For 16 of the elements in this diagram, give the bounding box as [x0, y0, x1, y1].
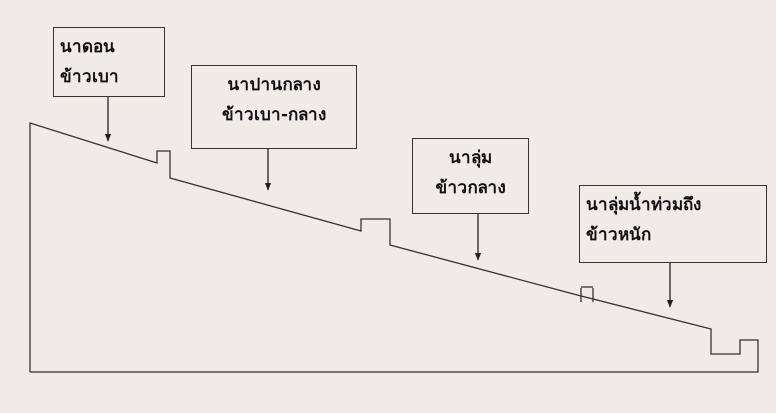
arrow: [264, 149, 272, 191]
field-type-text: นาดอน: [60, 36, 116, 59]
field-type-text: นาปานกลาง: [226, 74, 322, 97]
rice-type-text: ข้าวเบา-กลาง: [220, 104, 328, 127]
rice-type-text: ข้าวกลาง: [434, 177, 506, 200]
rice-type-text: ข้าวเบา: [60, 66, 120, 89]
arrow: [474, 214, 482, 261]
label-box: [412, 138, 529, 214]
label-box: [53, 27, 165, 97]
field-type-text: นาลุ่มน้ำท่วมถึง: [586, 190, 760, 220]
arrow: [104, 97, 112, 142]
rice-type-text: ข้าวหนัก: [586, 224, 652, 247]
label-box: [579, 185, 767, 263]
arrow: [666, 263, 674, 308]
label-box: [191, 65, 357, 149]
field-type-text: นาลุ่ม: [448, 147, 493, 170]
